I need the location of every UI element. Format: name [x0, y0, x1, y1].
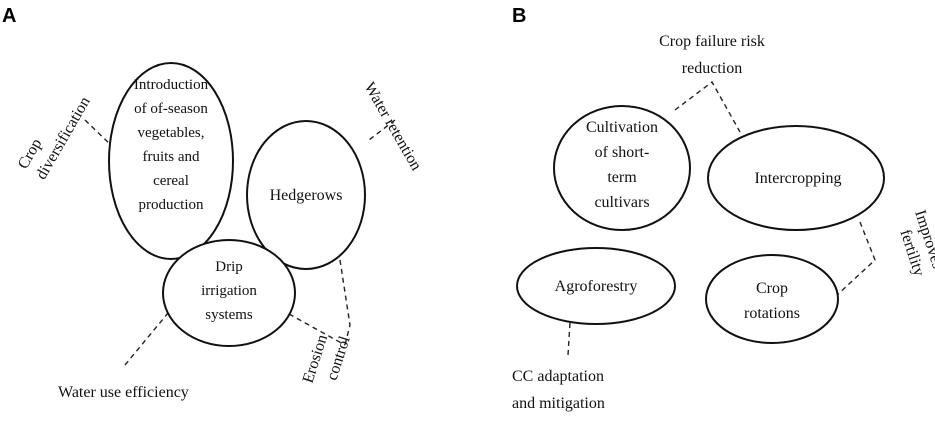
label-improves-soil-fertility: Improves soil fertility	[897, 208, 935, 297]
node-cultivation-line-4: cultivars	[594, 194, 649, 211]
connector-erosion-drip	[288, 313, 346, 346]
node-cultivation-oval	[553, 105, 691, 231]
node-drip-irrigation: Drip irrigation systems	[162, 239, 296, 347]
node-introduction-oval	[108, 62, 234, 260]
node-drip-oval	[162, 239, 296, 347]
node-introduction-line-2: of of-season	[134, 101, 208, 117]
node-cultivation-line-1: Cultivation	[586, 119, 658, 136]
connector-water-retention	[368, 119, 396, 141]
node-hedgerows-oval	[246, 120, 366, 270]
node-hedgerows: Hedgerows	[246, 120, 366, 270]
label-erosion-control: Erosion control	[300, 333, 354, 386]
node-rotations-line-1: Crop	[756, 280, 788, 297]
node-agroforestry-oval	[516, 247, 676, 325]
node-intercropping-label: Intercropping	[754, 170, 841, 187]
node-introduction-line-3: vegetables,	[137, 125, 204, 141]
label-crop-failure-line-2: reduction	[682, 60, 742, 77]
node-short-term-cultivars: Cultivation of short- term cultivars	[553, 105, 691, 231]
label-crop-diversification: Crop diversification	[15, 94, 94, 183]
label-water-retention: Water retention	[361, 80, 425, 174]
panel-b-letter: B	[512, 5, 526, 27]
connector-erosion-hedgerows	[339, 259, 351, 346]
node-crop-rotations: Crop rotations	[705, 254, 839, 344]
node-agroforestry: Agroforestry	[516, 247, 676, 325]
connector-crop-diversification	[84, 119, 115, 149]
panel-a-letter: A	[2, 5, 16, 27]
label-water-retention-text: Water retention	[361, 80, 425, 174]
node-cultivation-line-2: of short-	[595, 144, 650, 161]
node-drip-line-2: irrigation	[201, 283, 257, 299]
label-water-use-efficiency: Water use efficiency	[58, 384, 189, 401]
node-introduction-line-5: cereal	[153, 173, 189, 189]
node-rotations-oval	[705, 254, 839, 344]
connector-water-use-efficiency	[124, 312, 169, 366]
label-crop-diversification-line-2: diversification	[33, 94, 94, 183]
node-rotations-line-2: rotations	[744, 305, 800, 322]
connector-soil-fertility	[835, 221, 876, 297]
node-intercropping-oval	[707, 125, 885, 231]
node-drip-line-3: systems	[205, 307, 253, 323]
node-introduction-line-6: production	[139, 197, 204, 213]
label-cc-adaptation-line-2: and mitigation	[512, 395, 605, 412]
node-hedgerows-label: Hedgerows	[270, 187, 343, 204]
node-agroforestry-label: Agroforestry	[555, 278, 638, 295]
node-cultivation-line-3: term	[607, 169, 637, 186]
node-introduction-line-1: Introduction	[134, 77, 209, 93]
label-cc-adaptation-line-1: CC adaptation	[512, 368, 604, 385]
node-introduction-line-4: fruits and	[142, 149, 200, 165]
node-introduction-off-season: Introduction of of-season vegetables, fr…	[108, 62, 234, 260]
node-intercropping: Intercropping	[707, 125, 885, 231]
node-drip-line-1: Drip	[215, 259, 243, 275]
connector-crop-failure	[674, 80, 741, 133]
connector-cc-adaptation	[567, 322, 571, 356]
label-crop-failure-line-1: Crop failure risk	[659, 33, 765, 50]
